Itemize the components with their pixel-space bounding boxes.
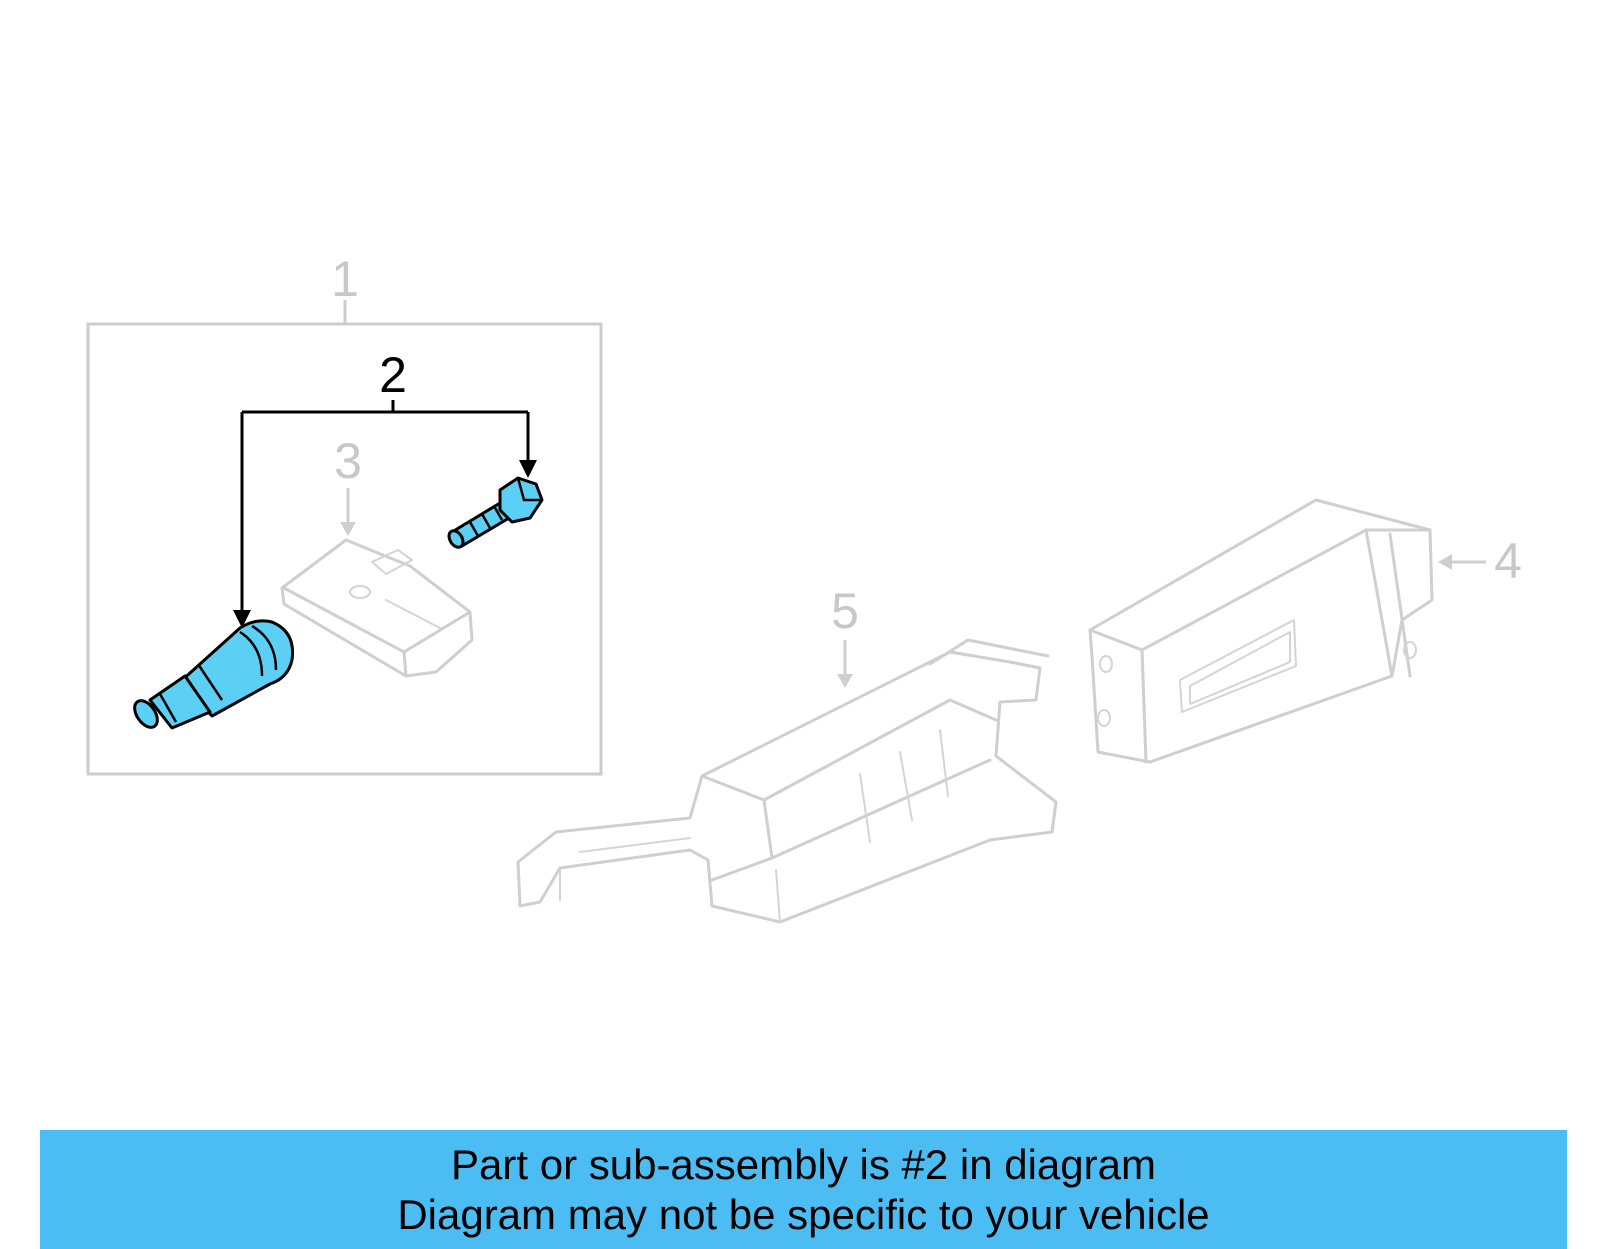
callout-3-label: 3: [334, 433, 362, 489]
callout-4-arrowhead: [1438, 554, 1452, 570]
callout-3-arrowhead: [340, 522, 356, 536]
callout-2-leader: [240, 400, 530, 612]
part-2-valve-stem: [133, 619, 295, 730]
callout-5-arrowhead: [837, 674, 853, 688]
banner-line-disclaimer: Diagram may not be specific to your vehi…: [397, 1190, 1210, 1238]
banner-line-part-number: Part or sub-assembly is #2 in diagram: [451, 1140, 1156, 1188]
part-2-screw: [447, 476, 544, 549]
part-4-module: [1088, 498, 1434, 764]
part-3-sensor: [280, 538, 474, 678]
callout-2-label: 2: [379, 347, 407, 403]
part-5-bracket: [516, 638, 1058, 924]
callout-4-label: 4: [1494, 533, 1522, 589]
callout-2-arrowhead-left: [233, 610, 251, 628]
info-banner: Part or sub-assembly is #2 in diagram Di…: [40, 1130, 1567, 1249]
callout-5-label: 5: [831, 583, 859, 639]
callout-2-arrowhead-right: [519, 460, 537, 478]
callout-1-label: 1: [331, 251, 359, 307]
